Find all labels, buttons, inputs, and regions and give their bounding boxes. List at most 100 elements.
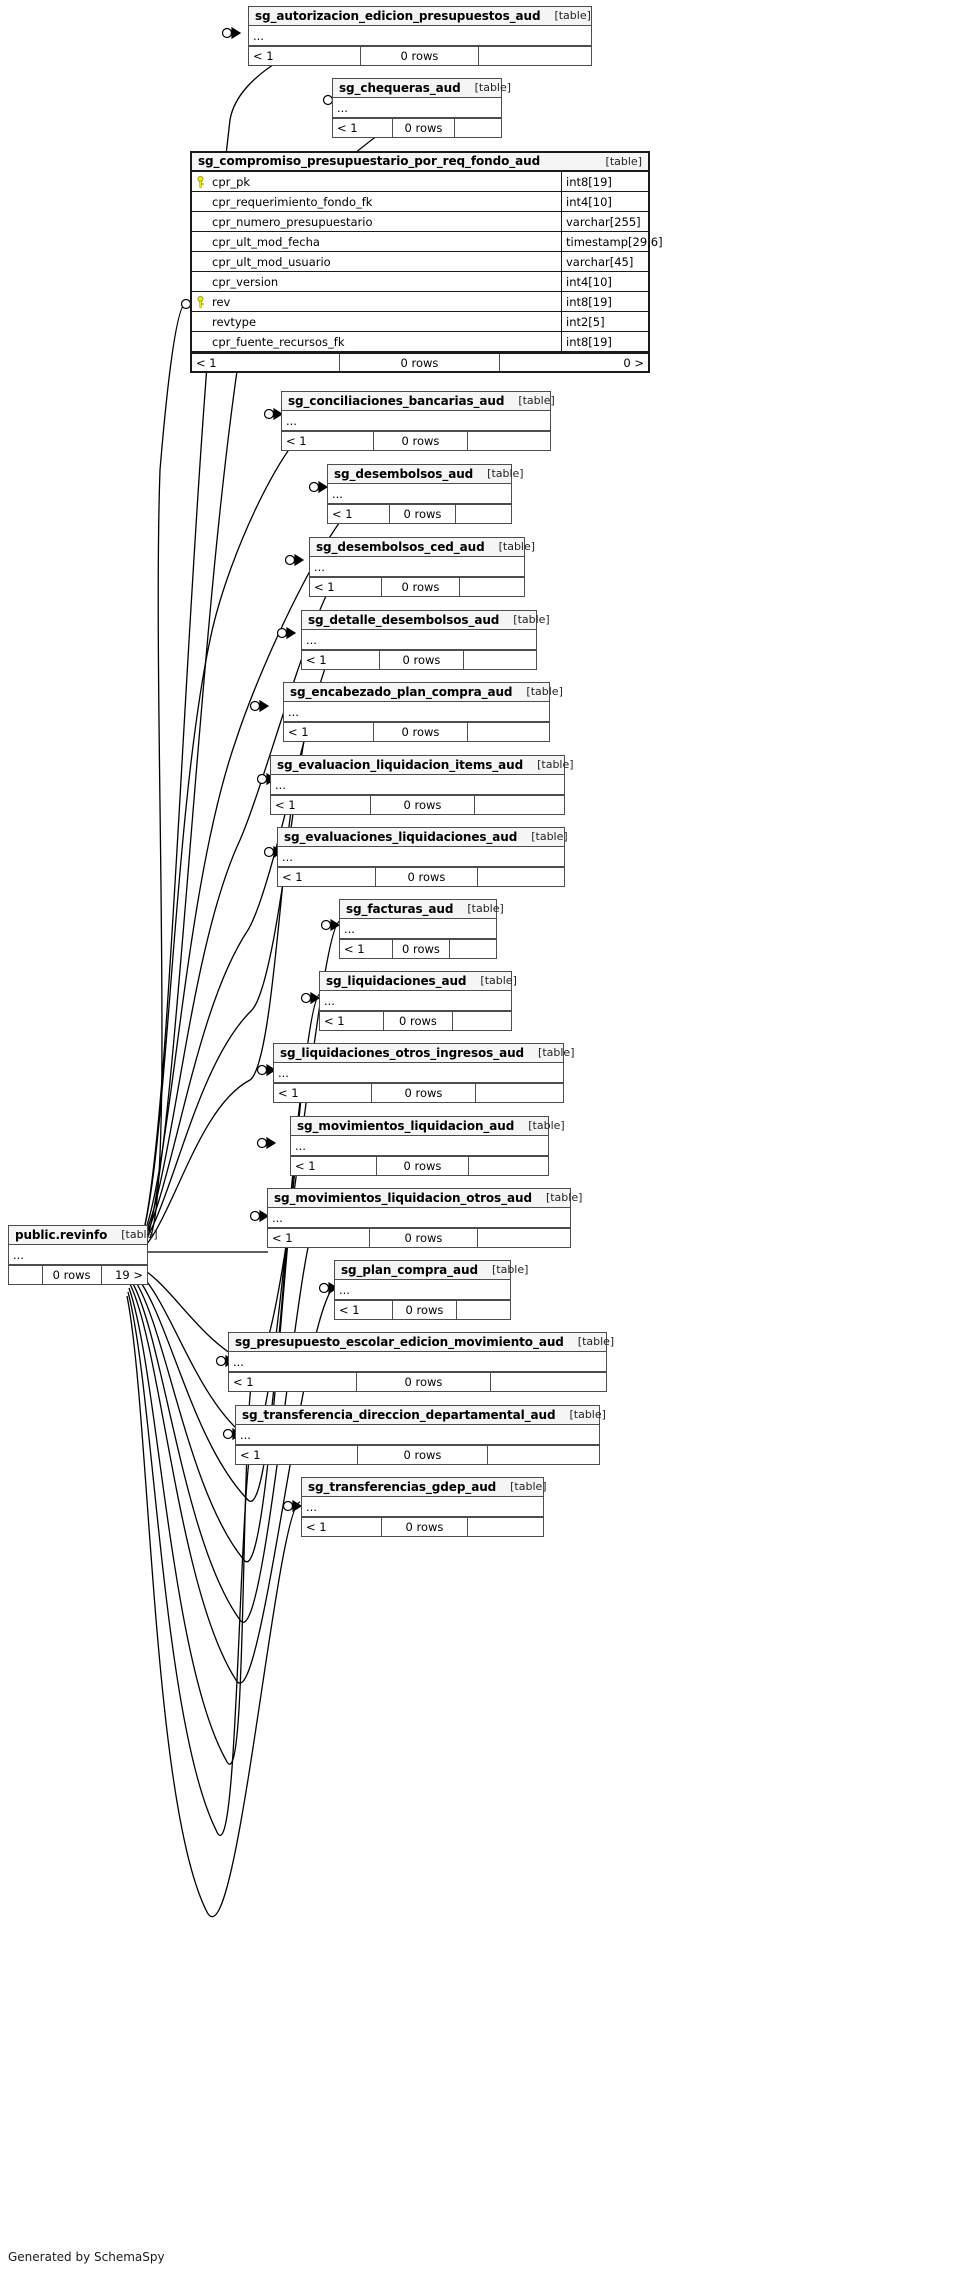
footer-parent-count: < 1: [335, 1301, 393, 1319]
collapsed-columns-ellipsis: ...: [328, 484, 511, 504]
table-body: ...: [310, 557, 524, 577]
footer-row-count: 0 rows: [382, 578, 460, 596]
table-node-sg-chequeras-aud[interactable]: sg_chequeras_aud [table] ... < 1 0 rows: [332, 78, 511, 138]
footer-row-count: 0 rows: [393, 1301, 457, 1319]
footer-parent-count: < 1: [282, 432, 374, 450]
table-kind-label: [table]: [605, 154, 642, 168]
table-footer: < 1 0 rows: [291, 1156, 548, 1175]
table-node-sg-facturas-aud[interactable]: sg_facturas_aud [table] ... < 1 0 rows: [339, 899, 504, 959]
table-footer: < 1 0 rows: [278, 867, 564, 886]
table-node-sg-desembolsos-aud[interactable]: sg_desembolsos_aud [table] ... < 1 0 row…: [327, 464, 524, 524]
table-node-sg-encabezado-plan-compra-aud[interactable]: sg_encabezado_plan_compra_aud [table] ..…: [283, 682, 563, 742]
table-body: ...: [302, 1497, 543, 1517]
footer-parent-count: < 1: [328, 505, 390, 523]
collapsed-columns-ellipsis: ...: [9, 1245, 147, 1265]
column-name-cell: rev: [192, 292, 562, 311]
table-node-sg-presupuesto-escolar-edicion-movimiento-aud[interactable]: sg_presupuesto_escolar_edicion_movimient…: [228, 1332, 614, 1392]
footer-row-count: 0 rows: [376, 868, 478, 886]
table-node-sg-transferencias-gdep-aud[interactable]: sg_transferencias_gdep_aud [table] ... <…: [301, 1477, 547, 1537]
table-header: sg_movimientos_liquidacion_aud [table]: [291, 1117, 565, 1136]
table-footer: < 1 0 rows: [328, 504, 511, 523]
table-title: sg_evaluacion_liquidacion_items_aud: [277, 757, 524, 772]
column-row[interactable]: cpr_ult_mod_usuario varchar[45]: [192, 252, 648, 272]
table-node-sg-liquidaciones-otros-ingresos-aud[interactable]: sg_liquidaciones_otros_ingresos_aud [tab…: [273, 1043, 575, 1103]
table-title: sg_presupuesto_escolar_edicion_movimient…: [235, 1334, 564, 1349]
collapsed-columns-ellipsis: ...: [310, 557, 524, 577]
table-header: sg_autorizacion_edicion_presupuestos_aud…: [249, 7, 591, 26]
column-row[interactable]: cpr_pk int8[19]: [192, 172, 648, 192]
footer-parent-count: < 1: [229, 1373, 357, 1391]
table-footer: < 1 0 rows: [335, 1300, 510, 1319]
footer-row-count: 0 rows: [371, 796, 475, 814]
footer-children-count: [456, 505, 511, 523]
footer-children-count: [491, 1373, 606, 1391]
table-node-sg-compromiso-presupuestario-por-req-fondo-aud[interactable]: sg_compromiso_presupuestario_por_req_fon…: [190, 151, 663, 373]
table-node-sg-evaluacion-liquidacion-items-aud[interactable]: sg_evaluacion_liquidacion_items_aud [tab…: [270, 755, 574, 815]
table-title: sg_desembolsos_ced_aud: [316, 539, 485, 554]
table-title: sg_facturas_aud: [346, 901, 454, 916]
table-node-sg-movimientos-liquidacion-aud[interactable]: sg_movimientos_liquidacion_aud [table] .…: [290, 1116, 565, 1176]
table-node-public-revinfo[interactable]: public.revinfo [table] ... 0 rows 19 >: [8, 1225, 158, 1285]
table-kind-label: [table]: [498, 540, 536, 553]
column-type: int4[10]: [566, 274, 612, 289]
column-name-cell: cpr_fuente_recursos_fk: [192, 332, 562, 351]
collapsed-columns-ellipsis: ...: [335, 1280, 510, 1300]
collapsed-columns-ellipsis: ...: [236, 1425, 599, 1445]
table-kind-label: [table]: [518, 394, 555, 407]
table-kind-label: [table]: [537, 758, 574, 771]
footer-children-count: [469, 1157, 548, 1175]
collapsed-columns-ellipsis: ...: [284, 702, 549, 722]
table-node-sg-movimientos-liquidacion-otros-aud[interactable]: sg_movimientos_liquidacion_otros_aud [ta…: [267, 1188, 582, 1248]
column-name: cpr_ult_mod_fecha: [212, 234, 320, 249]
column-row[interactable]: cpr_numero_presupuestario varchar[255]: [192, 212, 648, 232]
column-row[interactable]: revtype int2[5]: [192, 312, 648, 332]
column-row[interactable]: cpr_requerimiento_fondo_fk int4[10]: [192, 192, 648, 212]
footer-row-count: 0 rows: [380, 651, 464, 669]
table-footer: < 1 0 rows: [282, 431, 550, 450]
table-footer: < 1 0 rows: [320, 1011, 511, 1030]
table-header: sg_plan_compra_aud [table]: [335, 1261, 528, 1280]
table-title: sg_encabezado_plan_compra_aud: [290, 684, 513, 699]
table-node-sg-evaluaciones-liquidaciones-aud[interactable]: sg_evaluaciones_liquidaciones_aud [table…: [277, 827, 568, 887]
table-header: sg_chequeras_aud [table]: [333, 79, 511, 98]
collapsed-columns-ellipsis: ...: [340, 919, 496, 939]
table-node-sg-conciliaciones-bancarias-aud[interactable]: sg_conciliaciones_bancarias_aud [table] …: [281, 391, 555, 451]
table-node-sg-autorizacion-edicion-presupuestos-aud[interactable]: sg_autorizacion_edicion_presupuestos_aud…: [248, 6, 592, 66]
crows-foot-icon: [308, 480, 329, 494]
table-node-sg-desembolsos-ced-aud[interactable]: sg_desembolsos_ced_aud [table] ... < 1 0…: [309, 537, 535, 597]
column-row[interactable]: rev int8[19]: [192, 292, 648, 312]
table-body: ...: [249, 26, 591, 46]
table-node-sg-detalle-desembolsos-aud[interactable]: sg_detalle_desembolsos_aud [table] ... <…: [301, 610, 550, 670]
crows-foot-icon: [276, 626, 297, 640]
column-name-cell: cpr_numero_presupuestario: [192, 212, 562, 231]
footer-children-count: [457, 1301, 510, 1319]
table-header: sg_evaluaciones_liquidaciones_aud [table…: [278, 828, 568, 847]
footer-children-count: [476, 1084, 563, 1102]
table-body: ...: [335, 1280, 510, 1300]
collapsed-columns-ellipsis: ...: [333, 98, 501, 118]
table-kind-label: [table]: [467, 902, 504, 915]
table-header: sg_evaluacion_liquidacion_items_aud [tab…: [271, 756, 574, 775]
column-type: int2[5]: [566, 314, 605, 329]
footer-parent-count: < 1: [333, 119, 393, 137]
table-header: sg_transferencias_gdep_aud [table]: [302, 1478, 547, 1497]
footer-parent-count: < 1: [192, 354, 340, 371]
column-name: cpr_numero_presupuestario: [212, 214, 373, 229]
table-node-sg-transferencia-direccion-departamental-aud[interactable]: sg_transferencia_direccion_departamental…: [235, 1405, 606, 1465]
table-body: ...: [340, 919, 496, 939]
footer-row-count: 0 rows: [390, 505, 456, 523]
table-node-sg-liquidaciones-aud[interactable]: sg_liquidaciones_aud [table] ... < 1 0 r…: [319, 971, 517, 1031]
collapsed-columns-ellipsis: ...: [291, 1136, 548, 1156]
table-body: ...: [333, 98, 501, 118]
column-row[interactable]: cpr_ult_mod_fecha timestamp[29,6]: [192, 232, 663, 252]
column-row[interactable]: cpr_fuente_recursos_fk int8[19]: [192, 332, 648, 352]
table-footer: < 1 0 rows: [271, 795, 564, 814]
column-name: cpr_version: [212, 274, 279, 289]
column-row[interactable]: cpr_version int4[10]: [192, 272, 648, 292]
collapsed-columns-ellipsis: ...: [268, 1208, 570, 1228]
table-node-sg-plan-compra-aud[interactable]: sg_plan_compra_aud [table] ... < 1 0 row…: [334, 1260, 528, 1320]
table-title: sg_movimientos_liquidacion_otros_aud: [274, 1190, 532, 1205]
column-name: rev: [212, 294, 231, 309]
footer-parent-count: < 1: [302, 651, 380, 669]
column-type: varchar[45]: [566, 254, 634, 269]
